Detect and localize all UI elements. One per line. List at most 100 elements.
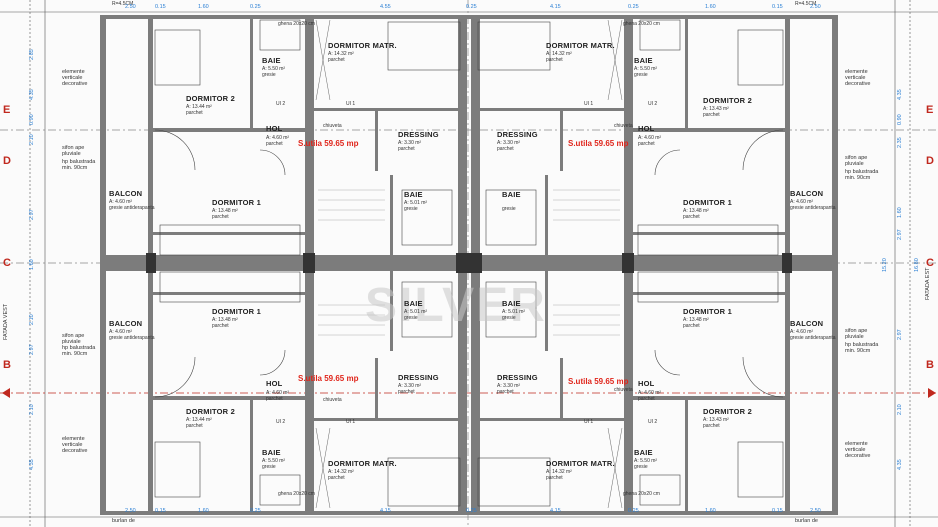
room-dressing-tr-area: A: 3.30 m² (497, 140, 521, 146)
room-balcon-br-area: A: 4.60 m² (790, 329, 814, 335)
room-baie-mid-br-area: A: 5.01 m² (502, 309, 526, 315)
room-hol-tl-area: A: 4.60 m² (266, 135, 290, 141)
ghena-tr: ghena 20x20 cm (623, 21, 660, 27)
room-hol-tr-area: A: 4.60 m² (638, 135, 662, 141)
room-hol-tl-floor: parchet (266, 141, 283, 147)
room-dormitor2-br-area: A: 13.43 m² (703, 417, 729, 423)
room-dormitor-matr-tl-floor: parchet (328, 57, 345, 63)
note-burlan-bl: burlan de (112, 518, 135, 524)
dim-top-5: 4.55 (380, 4, 391, 10)
room-dormitor-matr-bl-floor: parchet (328, 475, 345, 481)
room-hol-bl: HOL (266, 379, 283, 388)
room-balcon-tl-floor: gresie antiderapanta (109, 205, 155, 211)
note-sifon-tr-1: sifon ape (845, 155, 868, 161)
room-dormitor1-tl-area: A: 13.48 m² (212, 208, 238, 214)
note-balustrada-tl-1: hp balustrada (62, 159, 96, 165)
dim-bottom-4: 0.25 (250, 508, 261, 514)
room-baie-tl-floor: gresie (262, 72, 276, 78)
room-dressing-tl: DRESSING (398, 130, 439, 139)
room-balcon-bl-area: A: 4.60 m² (109, 329, 133, 335)
room-dormitor-matr-bl-area: A: 14.32 m² (328, 469, 354, 475)
room-balcon-tr-area: A: 4.60 m² (790, 199, 814, 205)
note-sifon-tl-2: pluviale (62, 151, 81, 157)
room-baie-mid-tl: BAIE (404, 190, 423, 199)
dim-left-5: 2.97 (29, 209, 35, 220)
room-hol-tr: HOL (638, 124, 655, 133)
dim-right-5: 2.97 (897, 229, 903, 240)
facade-right: FATADA EST (925, 267, 931, 301)
room-baie-mid-br-floor: gresie (502, 315, 516, 321)
note-elemente-br-3: decorative (845, 453, 871, 459)
dim-top-11: 2.50 (810, 4, 821, 10)
note-sifon-bl-2: pluviale (62, 339, 81, 345)
chiuveta-br: chiuveta (614, 387, 633, 393)
room-baie-tr: BAIE (634, 56, 653, 65)
note-elemente-tr-1: elemente (845, 69, 868, 75)
room-hol-bl-floor: parchet (266, 396, 283, 402)
dim-right-2: 2.35 (897, 137, 903, 148)
note-elemente-tl-3: decorative (62, 81, 88, 87)
room-dormitor2-bl-floor: parchet (186, 423, 203, 429)
note-elemente-tr-3: decorative (845, 81, 871, 87)
axis-markers (2, 388, 936, 398)
dim-top-8: 0.25 (628, 4, 639, 10)
dim-bottom-10: 0.15 (772, 508, 783, 514)
top-note-right: R=4.5CM (795, 1, 817, 7)
dim-right-7: 16.80 (914, 258, 920, 272)
ghena-bl: ghena 20x20 cm (278, 491, 315, 497)
dim-left-7: 2.10 (29, 314, 35, 325)
top-note-left: R=4.5CM (112, 1, 134, 7)
room-dormitor2-tr-floor: parchet (703, 112, 720, 118)
chiuveta-tr: chiuveta (614, 123, 633, 129)
ui1-tl: UI 1 (346, 101, 356, 107)
room-balcon-tr: BALCON (790, 189, 824, 198)
room-dormitor2-br-floor: parchet (703, 423, 720, 429)
note-balustrada-tl-2: min. 90cm (62, 165, 88, 171)
room-baie-br: BAIE (634, 448, 653, 457)
room-balcon-bl-floor: gresie antiderapanta (109, 335, 155, 341)
dim-right-10: 4.35 (897, 459, 903, 470)
room-dressing-br-area: A: 3.30 m² (497, 383, 521, 389)
room-dormitor1-tr: DORMITOR 1 (683, 198, 732, 207)
room-dressing-bl-area: A: 3.30 m² (398, 383, 422, 389)
columns (146, 253, 792, 273)
room-balcon-tr-floor: gresie antiderapanta (790, 205, 836, 211)
room-dressing-tl-area: A: 3.30 m² (398, 140, 422, 146)
dim-bottom-1: 2.50 (125, 508, 136, 514)
room-balcon-tl-area: A: 4.60 m² (109, 199, 133, 205)
room-dormitor2-bl: DORMITOR 2 (186, 407, 235, 416)
note-burlan-br: burlan de (795, 518, 818, 524)
room-baie-mid-tl-area: A: 5.01 m² (404, 200, 428, 206)
note-sifon-bl-1: sifon ape (62, 333, 85, 339)
room-baie-mid-tr-floor: gresie (502, 206, 516, 212)
room-dormitor2-tr: DORMITOR 2 (703, 96, 752, 105)
room-baie-tl-area: A: 5.50 m² (262, 66, 286, 72)
room-dormitor-matr-bl: DORMITOR MATR. (328, 459, 397, 468)
room-balcon-br: BALCON (790, 319, 824, 328)
room-dormitor-matr-tl: DORMITOR MATR. (328, 41, 397, 50)
dim-bottom-9: 1.60 (705, 508, 716, 514)
note-elemente-bl-3: decorative (62, 448, 88, 454)
dim-right-8: 2.97 (897, 329, 903, 340)
room-dormitor1-tr-floor: parchet (683, 214, 700, 220)
ui2-tr: UI 2 (648, 101, 658, 107)
room-dressing-tr-floor: parchet (497, 146, 514, 152)
note-balustrada-tr-2: min. 90cm (845, 175, 871, 181)
dim-bottom-8: 0.25 (628, 508, 639, 514)
room-balcon-br-floor: gresie antiderapanta (790, 335, 836, 341)
axis-right-E: E (926, 104, 934, 116)
dim-right-9: 2.10 (897, 404, 903, 415)
dim-top-3: 1.60 (198, 4, 209, 10)
ui2-br: UI 2 (648, 419, 658, 425)
room-hol-tr-floor: parchet (638, 141, 655, 147)
room-balcon-bl: BALCON (109, 319, 143, 328)
facade-left: FATADA VEST (3, 303, 9, 340)
room-baie-mid-bl-floor: gresie (404, 315, 418, 321)
room-dressing-br: DRESSING (497, 373, 538, 382)
room-baie-tr-floor: gresie (634, 72, 648, 78)
room-dormitor2-bl-area: A: 13.44 m² (186, 417, 212, 423)
dim-top-4: 0.25 (250, 4, 261, 10)
axis-right-D: D (926, 155, 934, 167)
